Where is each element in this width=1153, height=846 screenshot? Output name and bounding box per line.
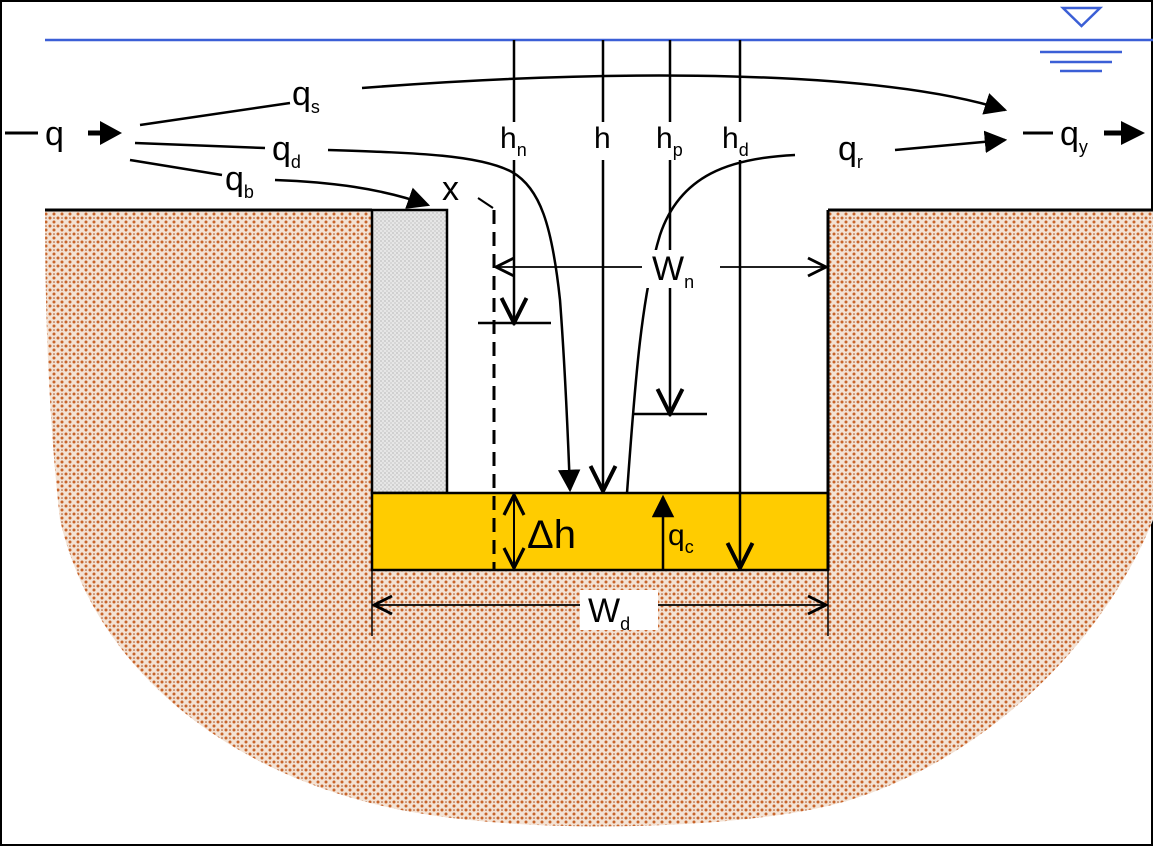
label-qy: qy — [1060, 115, 1088, 157]
label-wn: Wn — [652, 250, 694, 292]
qd-line-left — [134, 141, 266, 150]
label-qb: qb — [225, 160, 254, 202]
qb-line-left — [129, 158, 223, 177]
label-q: q — [45, 115, 64, 153]
inflow-arrow — [88, 121, 122, 145]
retaining-wall — [370, 208, 449, 495]
label-qr: qr — [838, 130, 863, 172]
qb-flow-arrow — [274, 178, 431, 209]
wd-label-bg — [580, 590, 658, 630]
deposit-layer — [370, 491, 830, 572]
qd-flow-arrow — [327, 148, 581, 493]
label-h: h — [594, 122, 611, 155]
qr-flow-curve — [625, 153, 796, 494]
qs-flow-arrow — [361, 74, 1008, 115]
wn-label-bg — [642, 250, 720, 288]
label-delta-h: Δh — [527, 513, 576, 557]
label-qc: qc — [668, 519, 694, 557]
soil-body — [45, 210, 1153, 827]
qr-flow-arrow — [894, 130, 1008, 154]
qs-line-left — [139, 101, 291, 127]
x-pointer-line — [477, 197, 494, 209]
label-qs: qs — [292, 75, 320, 117]
label-wd: Wd — [588, 592, 630, 634]
label-hp: hp — [656, 122, 683, 160]
label-hd: hd — [722, 122, 749, 160]
outflow-arrow — [1104, 121, 1145, 145]
label-qd: qd — [272, 130, 301, 172]
label-x: x — [442, 170, 459, 208]
label-hn: hn — [500, 122, 527, 160]
water-level-triangle-icon — [1040, 6, 1122, 73]
